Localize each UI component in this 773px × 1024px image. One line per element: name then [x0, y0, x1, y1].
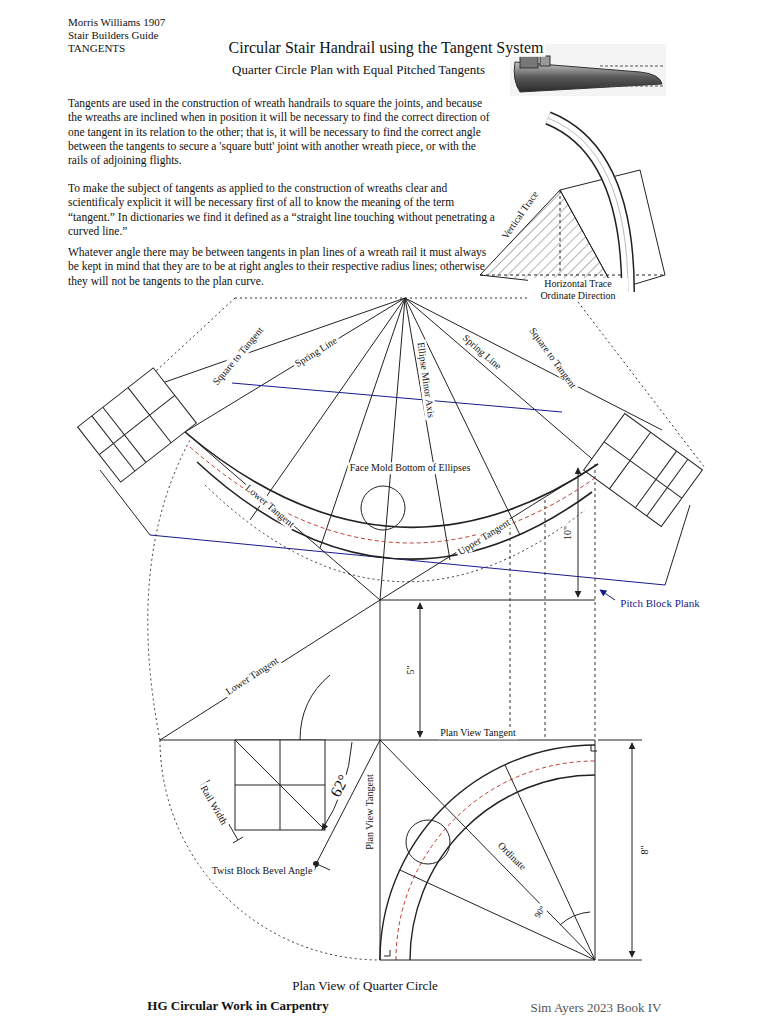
wedge-figure [480, 118, 665, 292]
dimension: 10" [562, 524, 574, 542]
line-label: Square to Tangent [526, 324, 580, 393]
twist-block-right [584, 413, 703, 526]
paragraph: Whatever angle there may be between tang… [68, 245, 496, 288]
plank-label: Pitch Block Plank [618, 597, 701, 610]
quarter-circle-plan [380, 740, 597, 960]
twist-block-left [78, 368, 197, 482]
twist-block-bevel [200, 740, 380, 873]
face-mold-label: Face Mold Bottom of Ellipses [348, 462, 473, 474]
subtitle: Quarter Circle Plan with Equal Pitched T… [232, 63, 485, 78]
angle-label: 62° [326, 770, 355, 802]
tangent-label: Lower Tangent [222, 654, 282, 699]
plan-caption: Plan View of Quarter Circle [290, 979, 440, 994]
line-label: Spring Line [459, 331, 505, 373]
ordinate-label: Ordinate [494, 838, 530, 874]
trace-label: Vertical Trace [498, 187, 542, 243]
trace-label: Horizontal Trace Ordinate Direction [528, 278, 628, 302]
rail-width-label: Rail Width [197, 782, 231, 829]
dimension: 5" [405, 663, 417, 676]
angle-label: 90° [531, 902, 549, 922]
line-label: Spring Line [291, 333, 341, 370]
page-title: Circular Stair Handrail using the Tangen… [227, 39, 546, 57]
tangent-label: Upper Tangent [454, 515, 514, 558]
tangent-label: Plan View Tangent [438, 727, 518, 739]
source-note: Morris Williams 1907 Stair Builders Guid… [68, 16, 186, 55]
book-title: HG Circular Work in Carpentry [145, 999, 330, 1014]
tangent-label: Lower Tangent [242, 481, 299, 531]
author-note: Sim Ayers 2023 Book IV [529, 1001, 664, 1016]
bevel-label: Twist Block Bevel Angle [210, 865, 315, 877]
tangent-label: Plan View Tangent [364, 772, 376, 852]
dimension: 8" [639, 843, 651, 856]
paragraph: Tangents are used in the construction of… [68, 96, 496, 167]
paragraph: To make the subject of tangents as appli… [68, 181, 496, 238]
line-label: Square to Tangent [209, 323, 267, 389]
axis-label: Ellipse Minor Axis [415, 340, 438, 421]
